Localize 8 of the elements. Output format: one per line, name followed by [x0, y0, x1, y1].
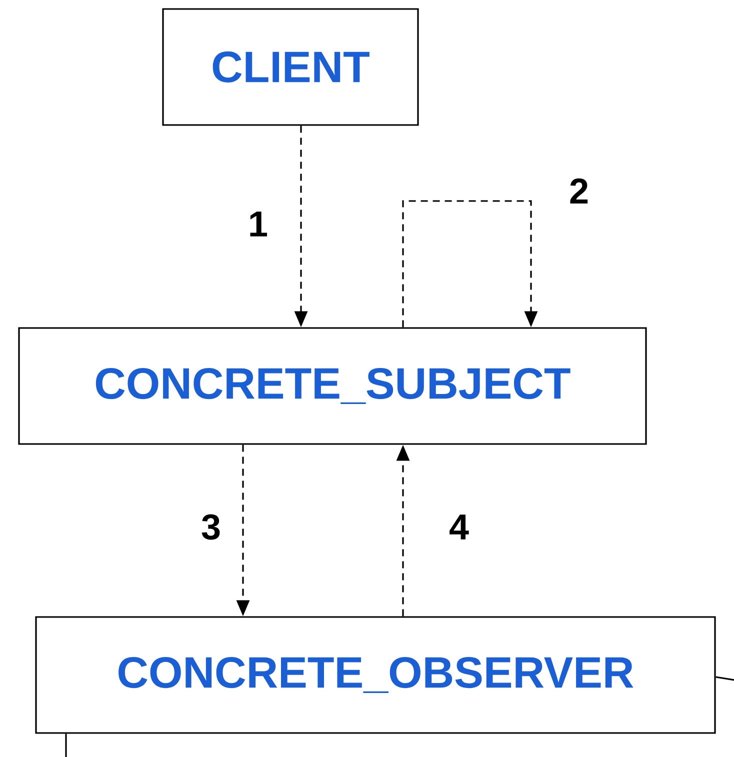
edge-label: 1 [250, 212, 267, 236]
edge-label: 3 [202, 514, 220, 540]
edge-label: 2 [570, 178, 588, 204]
class-box: CONCRETE_SUBJECT [18, 327, 647, 445]
class-box: CLIENT [162, 8, 419, 126]
edge-label: 4 [450, 514, 469, 540]
class-box: CONCRETE_OBSERVER [35, 616, 716, 734]
arrow [402, 200, 538, 328]
